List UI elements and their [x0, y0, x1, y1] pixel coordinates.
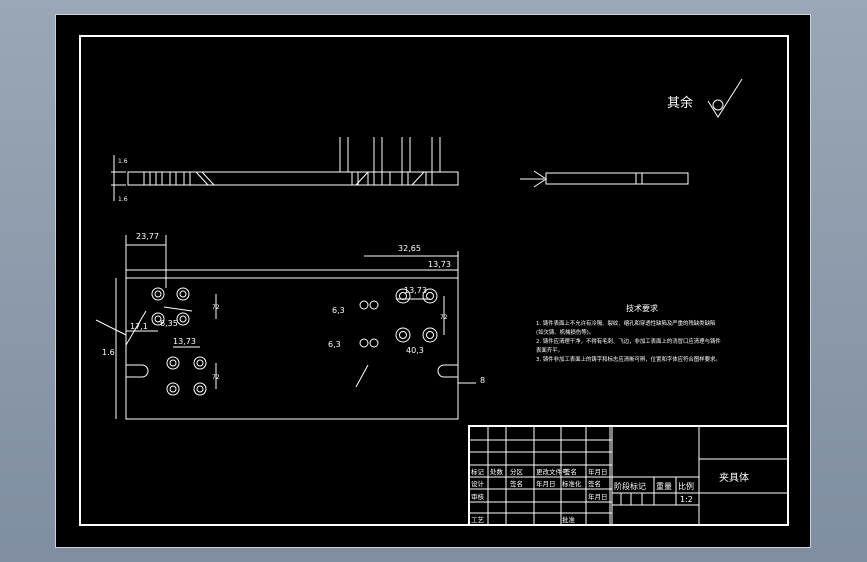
- title-block-outline: [468, 425, 789, 526]
- tb-scale-label: 比例: [678, 481, 694, 491]
- dim-171: 17,1: [130, 322, 148, 331]
- small-holes: [359, 300, 379, 348]
- dim-403: 40,3: [406, 346, 424, 355]
- tb-approve: 批准: [562, 515, 576, 524]
- tb-audit: 审核: [471, 492, 485, 501]
- tb-sign3: 签名: [588, 479, 601, 488]
- tb-weight-label: 重量: [656, 481, 672, 491]
- dim-16: 1.6: [102, 348, 115, 357]
- hole-group-bottom-left: [166, 356, 207, 396]
- cad-viewport[interactable]: 其余 1.6 1.6: [55, 14, 811, 548]
- dim-1373-mid: 13,73: [404, 286, 427, 295]
- leader-lines: [95, 306, 369, 388]
- dim-72-b: 72: [212, 374, 220, 381]
- tb-zone: 分区: [510, 467, 524, 476]
- tb-sign: 签名: [564, 467, 577, 476]
- dim-63-a: 6,3: [332, 306, 345, 315]
- top-view-hole-lines: [143, 137, 441, 185]
- drawing-frame: [79, 35, 789, 526]
- tb-scale-value: 1:2: [680, 495, 693, 504]
- tech-requirements: 技术要求 1. 铸件表面上不允许有冷隔、裂纹、缩孔和穿透性缺陷及严重的残缺类缺陷…: [536, 303, 721, 363]
- dim-72-a: 72: [212, 304, 220, 311]
- dim-635: 6,35: [160, 319, 178, 328]
- dim-63-b: 6,3: [328, 340, 341, 349]
- side-view-arrow-icon: [520, 170, 547, 188]
- dim-1373-top: 13,73: [428, 260, 451, 269]
- top-view-outline: [127, 171, 459, 186]
- roughness-symbol-icon: [707, 78, 743, 118]
- tech-title: 技术要求: [626, 303, 658, 313]
- tb-stage-label: 阶段标记: [614, 481, 646, 491]
- front-view-outline: [125, 277, 459, 420]
- tb-sign2: 签名: [510, 479, 523, 488]
- top-view-hatch: [195, 171, 425, 186]
- tb-design: 设计: [471, 479, 485, 488]
- title-block: 标记 处数 分区 更改文件号 签名 年月日 设计 签名 年月日 标准化 签名 年…: [468, 425, 789, 526]
- hole-group-right: [395, 288, 438, 343]
- right-slot: [437, 364, 458, 378]
- roughness-note: 其余: [667, 78, 743, 118]
- tech-line-1: 1. 铸件表面上不允许有冷隔、裂纹、缩孔和穿透性缺陷及严重的残缺类缺陷: [536, 319, 715, 327]
- left-slot: [126, 364, 149, 378]
- roughness-circle-icon: [712, 99, 724, 111]
- front-view: 23,77 32,65 13,73 13,73 13,73 17,1 6,35 …: [95, 232, 485, 420]
- tb-standard: 标准化: [562, 479, 582, 488]
- tech-line-2: (如欠铸、机械损伤等)。: [536, 328, 594, 336]
- top-view: 1.6 1.6: [111, 137, 459, 203]
- dim-1373-left: 13,73: [173, 337, 196, 346]
- tb-drawing-name: 夹具体: [719, 471, 749, 484]
- tb-date2: 年月日: [536, 479, 556, 488]
- dim-72-c: 72: [440, 314, 448, 321]
- side-view-outline: [545, 172, 689, 185]
- dim-3265: 32,65: [398, 244, 421, 253]
- tb-date3: 年月日: [588, 492, 608, 501]
- tb-process: 工艺: [471, 516, 485, 524]
- tech-line-4: 表面齐平。: [536, 346, 563, 354]
- roughness-label: 其余: [667, 95, 693, 111]
- dim-top-thickness-a: 1.6: [118, 158, 128, 165]
- dim-2377: 23,77: [136, 232, 159, 241]
- dim-8: 8: [480, 376, 485, 385]
- tb-date: 年月日: [588, 467, 608, 476]
- dim-top-thickness-b: 1.6: [118, 196, 128, 203]
- cad-drawing: 其余 1.6 1.6: [79, 35, 789, 526]
- side-view: [520, 170, 689, 188]
- tb-count: 处数: [490, 467, 504, 476]
- tb-mark: 标记: [471, 467, 485, 476]
- tb-docno: 更改文件号: [536, 467, 569, 476]
- tech-line-3: 2. 铸件应清理干净，不得有毛刺、飞边，非加工表面上的浇冒口应清理与铸件: [536, 337, 721, 345]
- tech-line-5: 3. 铸件非加工表面上的铸字和标志应清晰可辨，位置和字体应符合图样要求。: [536, 355, 721, 363]
- hole-group-top-left: [151, 287, 190, 326]
